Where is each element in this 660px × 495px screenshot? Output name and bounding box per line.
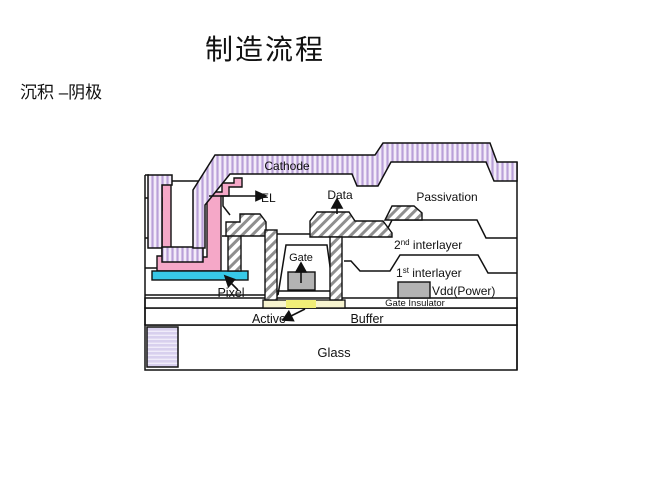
pixel-electrode <box>151 270 249 281</box>
label-data: Data <box>327 188 353 202</box>
label-2nd-interlayer: 2nd interlayer <box>394 238 462 252</box>
active-arrow <box>281 308 306 322</box>
buffer-layer <box>144 307 518 326</box>
label-vdd: Vdd(Power) <box>432 284 495 298</box>
gate-arrow <box>294 261 308 283</box>
cathode-contact-block <box>146 326 179 368</box>
data-line-cap <box>309 211 393 238</box>
cathode-main-band <box>192 142 518 249</box>
passivation-bump <box>383 205 423 221</box>
el-arrow <box>209 190 268 202</box>
cathode-well-bottom <box>161 246 204 263</box>
label-passivation: Passivation <box>416 190 477 204</box>
glass-substrate <box>144 324 518 371</box>
first-interlayer-line <box>344 254 517 274</box>
label-cathode: Cathode <box>264 159 310 173</box>
left-via <box>264 229 278 301</box>
label-gate: Gate <box>289 252 313 264</box>
label-pixel: Pixel <box>217 286 244 300</box>
right-via <box>329 236 343 301</box>
label-buffer: Buffer <box>350 312 383 326</box>
label-1st-interlayer: 1st interlayer <box>396 266 462 280</box>
label-active: Active <box>252 312 286 326</box>
pixel-contact-via <box>227 233 242 272</box>
drain-cap <box>225 213 267 237</box>
data-arrow <box>330 197 344 214</box>
vdd-electrode <box>397 281 431 299</box>
active-channel <box>286 300 316 308</box>
cathode-layer <box>147 142 518 263</box>
cathode-left-arm <box>147 174 173 249</box>
source-drain-metal <box>225 205 423 301</box>
label-gate-insulator: Gate Insulator <box>385 298 445 309</box>
pixel-arrow <box>223 274 239 291</box>
label-el: EL <box>261 191 276 205</box>
slide-subtitle: 沉积 –阴极 <box>20 83 103 102</box>
label-glass: Glass <box>317 345 351 360</box>
slide-title: 制造流程 <box>204 34 325 65</box>
